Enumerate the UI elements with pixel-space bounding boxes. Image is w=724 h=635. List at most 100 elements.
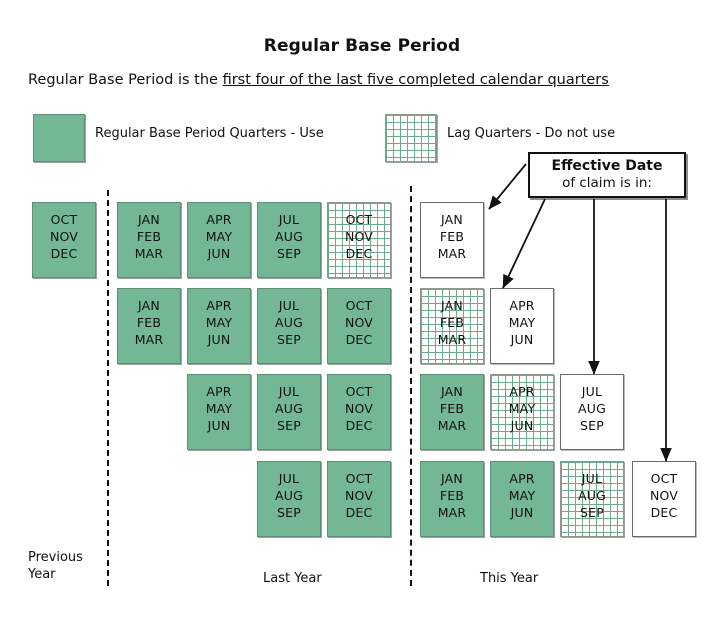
quarter-month: MAY — [205, 229, 233, 244]
quarter-month: OCT — [345, 212, 373, 227]
effective-date-callout: Effective Date of claim is in: — [528, 152, 686, 198]
quarter-month: MAY — [508, 315, 536, 330]
quarter-month: JUN — [207, 332, 231, 347]
quarter-month: AUG — [578, 401, 606, 416]
quarter-month: NOV — [649, 488, 679, 503]
quarter-box-use: JUL AUG SEP — [257, 202, 321, 278]
quarter-month: SEP — [277, 332, 301, 347]
quarter-month: FEB — [136, 315, 162, 330]
page-subtitle: Regular Base Period is the first four of… — [28, 72, 696, 88]
subtitle-prefix: Regular Base Period is the — [28, 72, 223, 88]
arrow-to-row2 — [502, 198, 546, 289]
quarter-month: AUG — [275, 488, 303, 503]
legend-swatch-lag — [385, 114, 437, 162]
callout-line2: of claim is in: — [562, 175, 652, 191]
quarter-month: APR — [509, 298, 535, 313]
quarter-month: NOV — [344, 229, 374, 244]
quarter-month: FEB — [136, 229, 162, 244]
quarter-box-lag: OCT NOV DEC — [327, 202, 391, 278]
quarter-month: AUG — [275, 229, 303, 244]
quarter-box-use: APR MAY JUN — [490, 461, 554, 537]
quarter-month: MAY — [508, 488, 536, 503]
quarter-month: JUL — [581, 384, 603, 399]
quarter-month: APR — [509, 471, 535, 486]
quarter-month: DEC — [345, 246, 373, 261]
quarter-month: JAN — [441, 298, 463, 313]
quarter-month: DEC — [50, 246, 78, 261]
quarter-month: JUN — [510, 505, 534, 520]
quarter-month: SEP — [277, 246, 301, 261]
quarter-month: SEP — [277, 418, 301, 433]
subtitle-underlined: first four of the last five completed ca… — [222, 72, 609, 88]
quarter-month: JUL — [581, 471, 603, 486]
quarter-month: JAN — [138, 212, 160, 227]
quarter-month: APR — [206, 212, 232, 227]
quarter-month: JUL — [278, 471, 300, 486]
quarter-month: FEB — [439, 488, 465, 503]
quarter-month: MAY — [205, 401, 233, 416]
quarter-month: FEB — [439, 401, 465, 416]
quarter-box-use: JUL AUG SEP — [257, 374, 321, 450]
quarter-month: JUN — [510, 418, 534, 433]
quarter-month: MAY — [508, 401, 536, 416]
quarter-month: MAR — [437, 332, 467, 347]
quarter-month: DEC — [345, 332, 373, 347]
year-label-this: This Year — [480, 571, 539, 586]
quarter-month: JUL — [278, 384, 300, 399]
quarter-month: APR — [206, 384, 232, 399]
divider-last-this-year — [410, 186, 412, 586]
quarter-month: NOV — [344, 401, 374, 416]
quarter-month: OCT — [345, 471, 373, 486]
divider-previous-last-year — [107, 190, 109, 586]
quarter-month: NOV — [49, 229, 79, 244]
quarter-month: AUG — [275, 401, 303, 416]
quarter-month: FEB — [439, 229, 465, 244]
quarter-month: MAR — [437, 505, 467, 520]
quarter-month: JAN — [441, 212, 463, 227]
year-label-previous: Previous Year — [28, 549, 83, 583]
quarter-box-effective: APR MAY JUN — [490, 288, 554, 364]
quarter-month: SEP — [580, 505, 604, 520]
quarter-month: JUL — [278, 298, 300, 313]
quarter-month: NOV — [344, 488, 374, 503]
quarter-box-use: JUL AUG SEP — [257, 461, 321, 537]
quarter-month: SEP — [277, 505, 301, 520]
quarter-box-lag: JUL AUG SEP — [560, 461, 624, 537]
quarter-month: AUG — [578, 488, 606, 503]
callout-line1: Effective Date — [551, 158, 663, 174]
quarter-month: MAR — [437, 418, 467, 433]
year-label-previous-line1: Previous — [28, 550, 83, 565]
quarter-month: JAN — [441, 384, 463, 399]
legend-swatch-use — [33, 114, 85, 162]
quarter-month: JAN — [138, 298, 160, 313]
legend-label-lag: Lag Quarters - Do not use — [447, 126, 616, 141]
quarter-month: DEC — [650, 505, 678, 520]
arrow-to-row1 — [488, 163, 527, 210]
year-label-previous-line2: Year — [28, 567, 56, 582]
quarter-month: NOV — [344, 315, 374, 330]
quarter-month: OCT — [345, 384, 373, 399]
quarter-month: DEC — [345, 505, 373, 520]
quarter-month: MAY — [205, 315, 233, 330]
quarter-month: OCT — [50, 212, 78, 227]
quarter-month: JAN — [441, 471, 463, 486]
quarter-box-use: OCT NOV DEC — [32, 202, 96, 278]
quarter-box-use: OCT NOV DEC — [327, 374, 391, 450]
quarter-month: JUN — [510, 332, 534, 347]
quarter-month: DEC — [345, 418, 373, 433]
quarter-box-use: JAN FEB MAR — [420, 461, 484, 537]
year-label-last: Last Year — [263, 571, 322, 586]
quarter-month: JUL — [278, 212, 300, 227]
quarter-month: FEB — [439, 315, 465, 330]
quarter-month: MAR — [134, 332, 164, 347]
quarter-month: MAR — [437, 246, 467, 261]
quarter-month: APR — [206, 298, 232, 313]
